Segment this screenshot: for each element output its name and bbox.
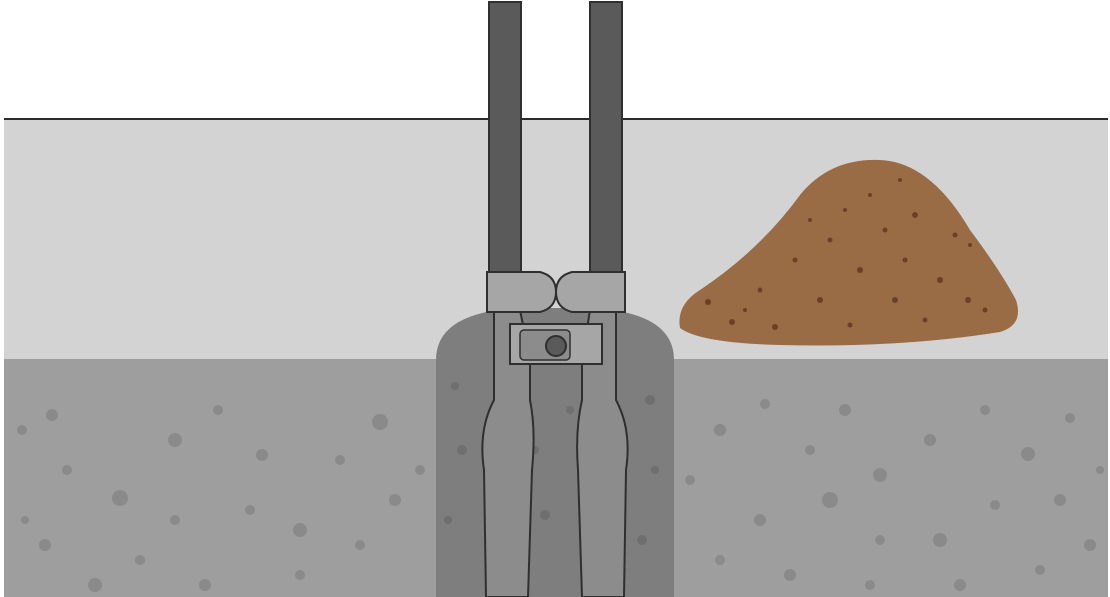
dirt-speckles: [705, 178, 988, 330]
pivot-bolt: [545, 335, 567, 357]
left-hinge-collar: [486, 271, 558, 313]
right-handle: [589, 1, 623, 279]
hole-speckles: [444, 382, 659, 545]
right-hinge-collar: [554, 271, 626, 313]
left-handle: [488, 1, 522, 279]
right-blade: [576, 309, 629, 597]
soil-speckles: [17, 399, 1104, 592]
left-blade: [481, 309, 535, 597]
dirt-pile: [679, 159, 1018, 346]
